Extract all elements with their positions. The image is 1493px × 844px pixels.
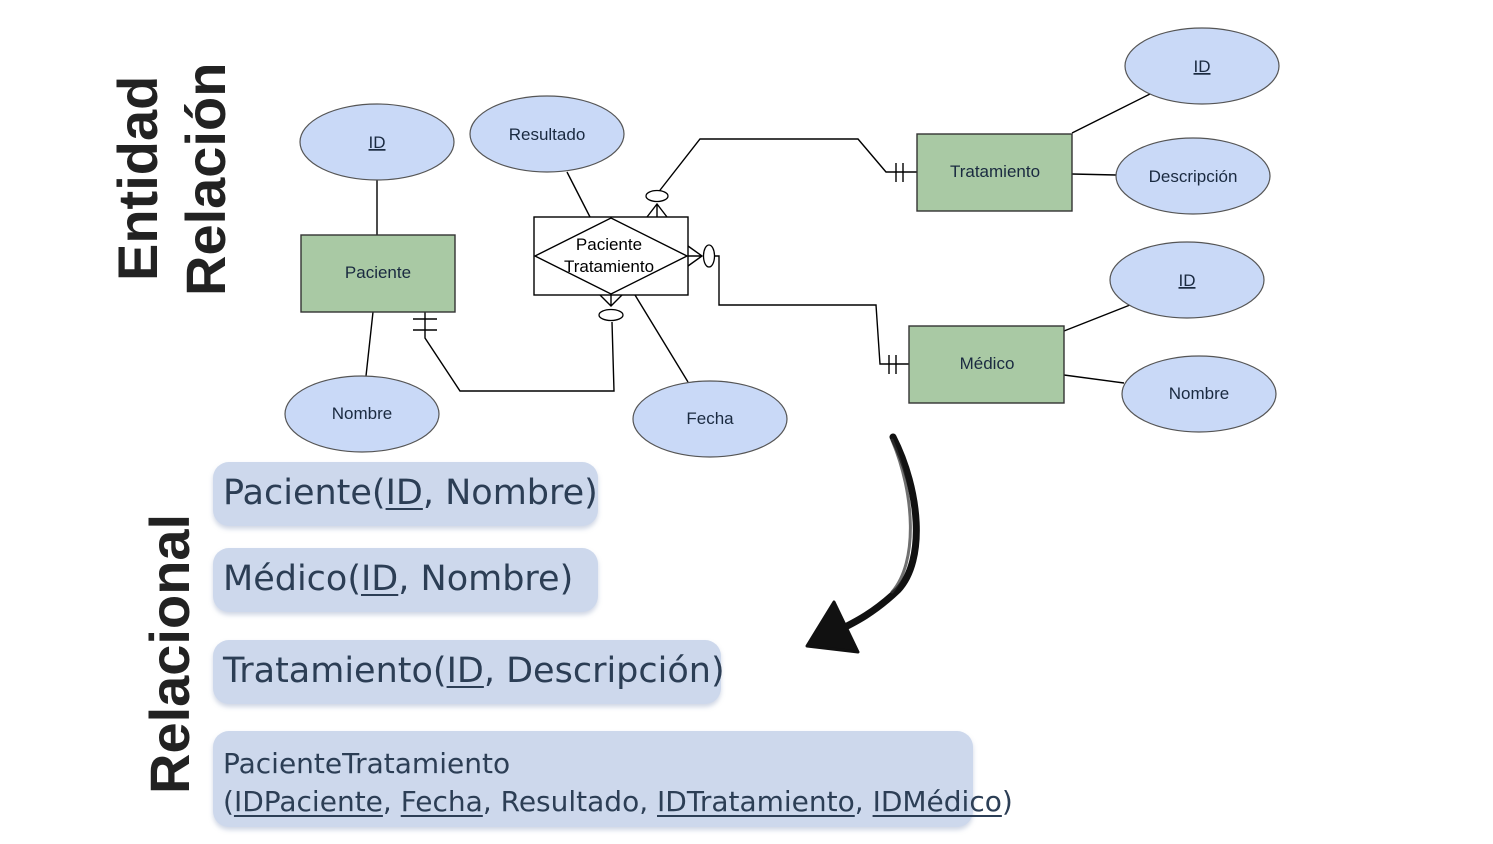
primary-key: ID	[446, 651, 484, 691]
attribute-fecha-label: Fecha	[686, 409, 734, 428]
crowfoot-medico	[687, 245, 704, 267]
attribute-medico-nombre	[1121, 355, 1277, 433]
attribute-tratamiento-id	[1124, 27, 1280, 105]
entity-medico-label: Médico	[960, 354, 1015, 373]
attribute-tratamiento-id-label: ID	[1194, 57, 1211, 76]
link-relationship-tratamiento	[656, 138, 917, 195]
link-relationship-medico	[715, 255, 909, 365]
connector-paciente-nombre	[365, 311, 374, 377]
relation-paciente-text: Paciente(ID, Nombre)	[223, 473, 598, 513]
attribute-resultado	[469, 95, 625, 173]
attribute-paciente-nombre	[284, 375, 440, 453]
entity-tratamiento	[916, 133, 1073, 212]
double-bar-medico	[888, 355, 897, 374]
title-relacion: Relación	[174, 62, 237, 296]
attribute-fecha	[632, 380, 788, 458]
attribute-paciente-id	[299, 103, 455, 181]
connector-medico-id	[1063, 304, 1131, 332]
entity-paciente	[300, 234, 456, 313]
entity-medico	[908, 325, 1065, 404]
curved-arrow-icon	[805, 433, 920, 654]
entity-paciente-label: Paciente	[345, 263, 411, 282]
connector-resultado	[566, 171, 591, 218]
connector-medico-nombre	[1063, 374, 1125, 384]
attribute-medico-nombre-label: Nombre	[1169, 384, 1229, 403]
entity-tratamiento-label: Tratamiento	[950, 162, 1040, 181]
relationship-label-line1: Paciente	[576, 235, 642, 254]
title-relacional: Relacional	[138, 513, 201, 794]
attribute-descripcion	[1115, 137, 1271, 215]
connector-tratamiento-id	[1071, 93, 1151, 134]
connector-descripcion	[1071, 173, 1117, 176]
optional-circle-medico	[702, 244, 716, 268]
optional-circle-tratamiento	[645, 189, 669, 203]
primary-key: ID	[385, 473, 423, 513]
crowfoot-paciente	[599, 294, 623, 307]
attribute-paciente-id-label: ID	[369, 133, 386, 152]
relation-medico-box: Médico(ID, Nombre)	[213, 548, 598, 612]
relation-paciente-tratamiento-box: PacienteTratamiento (IDPaciente, Fecha, …	[213, 731, 1013, 827]
relationship-diamond	[533, 217, 689, 295]
relation-medico-text: Médico(ID, Nombre)	[223, 559, 574, 599]
connector-fecha	[634, 294, 689, 383]
relation-paciente-box: Paciente(ID, Nombre)	[213, 462, 598, 526]
relation-paciente-tratamiento-name: PacienteTratamiento	[223, 747, 511, 780]
optional-circle-paciente	[598, 308, 624, 322]
relationship-label-line2: Tratamiento	[564, 257, 654, 276]
attribute-medico-id	[1109, 241, 1265, 319]
crowfoot-tratamiento	[646, 202, 668, 218]
relation-paciente-tratamiento-keys: (IDPaciente, Fecha, Resultado, IDTratami…	[223, 785, 1013, 818]
relation-tratamiento-text: Tratamiento(ID, Descripción)	[223, 651, 725, 691]
attribute-descripcion-label: Descripción	[1149, 167, 1238, 186]
relation-tratamiento-box: Tratamiento(ID, Descripción)	[213, 640, 725, 704]
attribute-medico-id-label: ID	[1179, 271, 1196, 290]
double-bar-paciente	[413, 318, 437, 331]
attribute-paciente-nombre-label: Nombre	[332, 404, 392, 423]
title-entidad: Entidad	[106, 75, 169, 281]
double-bar-tratamiento	[895, 163, 904, 182]
link-relationship-paciente	[424, 312, 615, 392]
attribute-resultado-label: Resultado	[509, 125, 586, 144]
primary-key: ID	[360, 559, 399, 599]
